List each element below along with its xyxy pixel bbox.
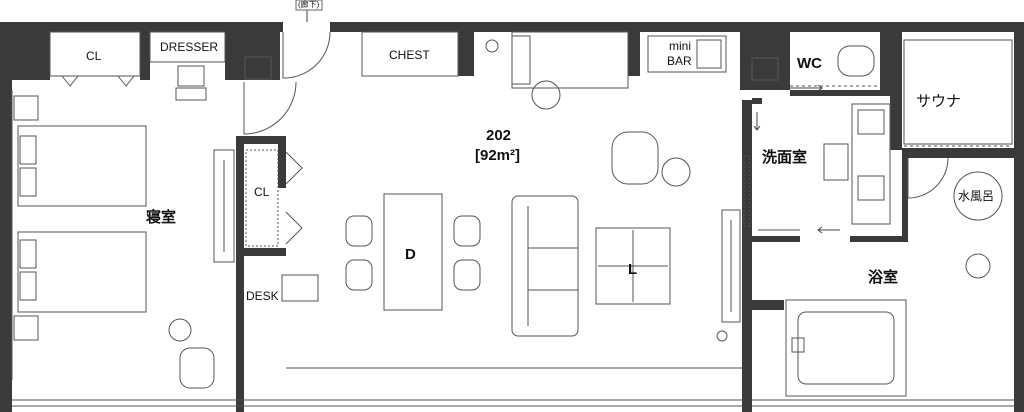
fixtures: [11, 31, 1014, 407]
corridor-label: (廊下): [298, 0, 320, 9]
cold-bath-label: 水風呂: [958, 189, 995, 203]
bedroom-label: 寝室: [146, 209, 177, 226]
closet-label-hall: CL: [254, 185, 270, 199]
walls: [0, 22, 1024, 412]
unit-number: 202: [486, 127, 512, 144]
minibar-label-2: BAR: [667, 54, 692, 68]
dresser-label: DRESSER: [160, 40, 219, 54]
arrows: [753, 84, 840, 234]
closet-label-bedroom: CL: [86, 49, 102, 63]
washroom-label: 洗面室: [762, 149, 808, 166]
bathroom-label: 浴室: [868, 269, 899, 286]
minibar-label-1: mini: [669, 39, 692, 53]
desk-label: DESK: [246, 289, 279, 303]
chest-label: CHEST: [389, 48, 430, 62]
dining-label: D: [405, 246, 416, 263]
living-label: L: [628, 261, 638, 278]
sauna-label: サウナ: [916, 93, 962, 110]
corridor-arrow: [295, 0, 323, 22]
unit-area: [92m²]: [475, 147, 521, 164]
wc-label: WC: [797, 55, 822, 72]
